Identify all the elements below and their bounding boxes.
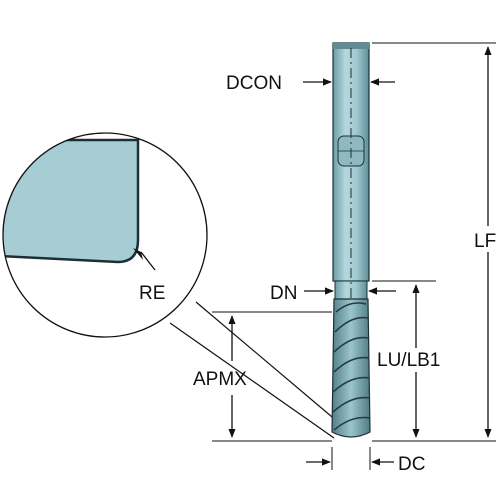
corner-radius-detail: RE (2, 132, 208, 338)
lf-dimension: LF (474, 46, 496, 438)
detail-circle (2, 132, 208, 338)
re-leader (140, 251, 156, 271)
detail-leader-upper (195, 301, 339, 423)
lf-label: LF (474, 231, 496, 252)
extension-lines (212, 42, 496, 470)
lu-lb1-label: LU/LB1 (377, 350, 440, 371)
shank-chamfer (333, 43, 369, 49)
dn-dimension: DN (270, 283, 396, 304)
re-arrowhead (133, 248, 143, 260)
tool-flutes (331, 298, 371, 438)
end-mill-tool (331, 42, 371, 438)
detail-leader-lower (169, 322, 335, 439)
dc-dimension: DC (306, 454, 425, 475)
apmx-label: APMX (193, 369, 247, 390)
flute-helix-lines (332, 302, 371, 431)
re-label: RE (139, 283, 165, 304)
dn-label: DN (270, 283, 297, 304)
dc-label: DC (398, 454, 425, 475)
dcon-dimension: DCON (226, 73, 395, 94)
apmx-dimension: APMX (193, 315, 247, 438)
detail-tool-section (3, 138, 140, 264)
lu-lb1-dimension: LU/LB1 (377, 284, 440, 438)
dcon-label: DCON (226, 73, 282, 94)
